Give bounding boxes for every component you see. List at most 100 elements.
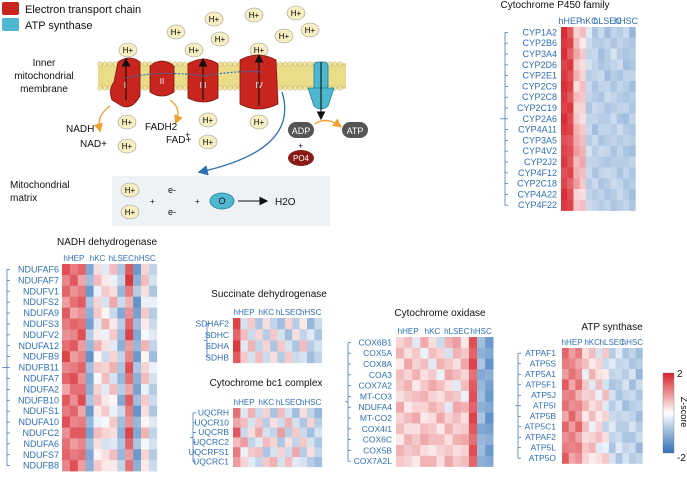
heatmap-cell xyxy=(148,296,158,308)
heatmap-cell xyxy=(77,307,86,319)
heatmap-cell xyxy=(608,390,616,401)
svg-text:H+: H+ xyxy=(125,208,136,217)
heatmap-cell xyxy=(69,362,79,374)
heatmap-cell xyxy=(133,296,142,308)
heatmap-cell xyxy=(582,358,590,370)
heatmap-cell xyxy=(109,373,118,385)
heatmap-cell xyxy=(608,358,616,370)
heatmap-cell xyxy=(240,408,249,419)
heatmap-title: ATP synthase xyxy=(581,322,643,333)
heatmap-cell xyxy=(93,449,102,461)
atp-formation-arrow xyxy=(314,118,343,128)
heatmap-cell xyxy=(109,460,118,472)
heatmap-cell xyxy=(444,445,453,457)
heatmap-cell xyxy=(579,91,587,103)
svg-text:H+: H+ xyxy=(203,116,214,125)
heatmap-cell xyxy=(602,421,610,433)
heatmap-cell xyxy=(109,296,118,308)
heatmap-cell xyxy=(568,390,576,401)
heatmap-cell xyxy=(477,445,486,457)
gene-label: COX7A2 xyxy=(358,381,392,391)
gene-label: CYP2J2 xyxy=(524,157,557,167)
fadh2-label: FADH2 xyxy=(145,122,178,133)
heatmap-cell xyxy=(477,455,486,467)
heatmap-cell xyxy=(277,351,286,364)
heatmap-cell xyxy=(284,408,293,419)
heatmap-cell xyxy=(562,358,569,370)
heatmap-cell xyxy=(616,178,624,190)
heatmap-cell xyxy=(77,274,86,287)
heatmap-cell xyxy=(561,124,568,136)
column-header: hHSC xyxy=(300,398,322,407)
heatmap-cell xyxy=(595,442,603,454)
heatmap-cell xyxy=(292,340,300,352)
heatmap-cell xyxy=(125,383,134,396)
complex-i: I xyxy=(110,57,141,108)
heatmap-cell xyxy=(247,447,256,458)
heatmap-cell xyxy=(420,369,429,381)
heatmap-cell xyxy=(579,167,587,179)
heatmap-cell xyxy=(77,351,86,363)
heatmap-cell xyxy=(101,373,110,385)
heatmap-cell xyxy=(629,178,636,190)
heatmap-cell xyxy=(573,70,580,82)
heatmap-cell xyxy=(610,145,618,157)
heatmap-cell xyxy=(485,391,494,403)
heatmap-cell xyxy=(420,423,429,435)
heatmap-cell xyxy=(582,369,590,380)
heatmap-cell xyxy=(77,460,86,472)
heatmap-cell xyxy=(233,437,241,448)
heatmap-cell xyxy=(262,417,271,428)
heatmap-cell xyxy=(404,380,413,392)
heatmap-cell xyxy=(598,124,605,136)
heatmap-cell xyxy=(561,135,568,147)
gene-label: CYP2E1 xyxy=(522,71,557,81)
heatmap-cell xyxy=(604,37,611,49)
heatmap-cell xyxy=(307,408,315,419)
heatmap-cell xyxy=(141,296,150,308)
heatmap-cell xyxy=(568,400,576,412)
heatmap-cell xyxy=(233,408,241,419)
svg-text:H+: H+ xyxy=(123,46,134,55)
heatmap-cell xyxy=(615,390,623,401)
heatmap-cell xyxy=(412,358,421,370)
heatmap-cell xyxy=(247,340,256,352)
heatmap-cell xyxy=(629,453,636,464)
gene-label: ATP5F1 xyxy=(525,380,556,390)
heatmap-cell xyxy=(610,81,618,93)
heatmap-cell xyxy=(125,307,134,319)
heatmap-cell xyxy=(573,81,580,93)
heatmap-cell xyxy=(69,296,79,308)
heatmap-cell xyxy=(77,416,86,428)
svg-text:ATP: ATP xyxy=(347,126,364,136)
electron-label-1: e- xyxy=(168,185,176,195)
heatmap-cell xyxy=(277,408,286,419)
heatmap-cell xyxy=(77,438,86,450)
heatmap-cell xyxy=(404,423,413,435)
heatmap-cell xyxy=(616,167,624,179)
heatmap-cell xyxy=(616,37,624,49)
heatmap-cell xyxy=(567,124,574,136)
heatmap-cell xyxy=(404,347,413,359)
heatmap-cell xyxy=(396,337,405,349)
heatmap-cell xyxy=(616,199,624,211)
heatmap-cell xyxy=(616,81,624,93)
heatmap-cell xyxy=(592,156,599,168)
heatmap-cell xyxy=(101,296,110,308)
heatmap-cell xyxy=(585,145,593,157)
heatmap-cell xyxy=(629,432,636,443)
heatmap-cell xyxy=(109,427,118,439)
heatmap-cell xyxy=(468,337,478,349)
heatmap-cell xyxy=(117,307,126,319)
heatmap-cell xyxy=(133,340,142,352)
svg-text:H+: H+ xyxy=(305,26,316,35)
row-dendrogram xyxy=(515,352,521,459)
heatmap-cell xyxy=(404,455,413,467)
heatmap-cell xyxy=(582,379,590,391)
heatmap-cell xyxy=(125,329,134,341)
gene-label: NDUFA4 xyxy=(358,402,392,412)
heatmap-cell xyxy=(582,348,590,359)
heatmap-cell xyxy=(93,405,102,417)
heatmap-cell xyxy=(468,445,478,457)
